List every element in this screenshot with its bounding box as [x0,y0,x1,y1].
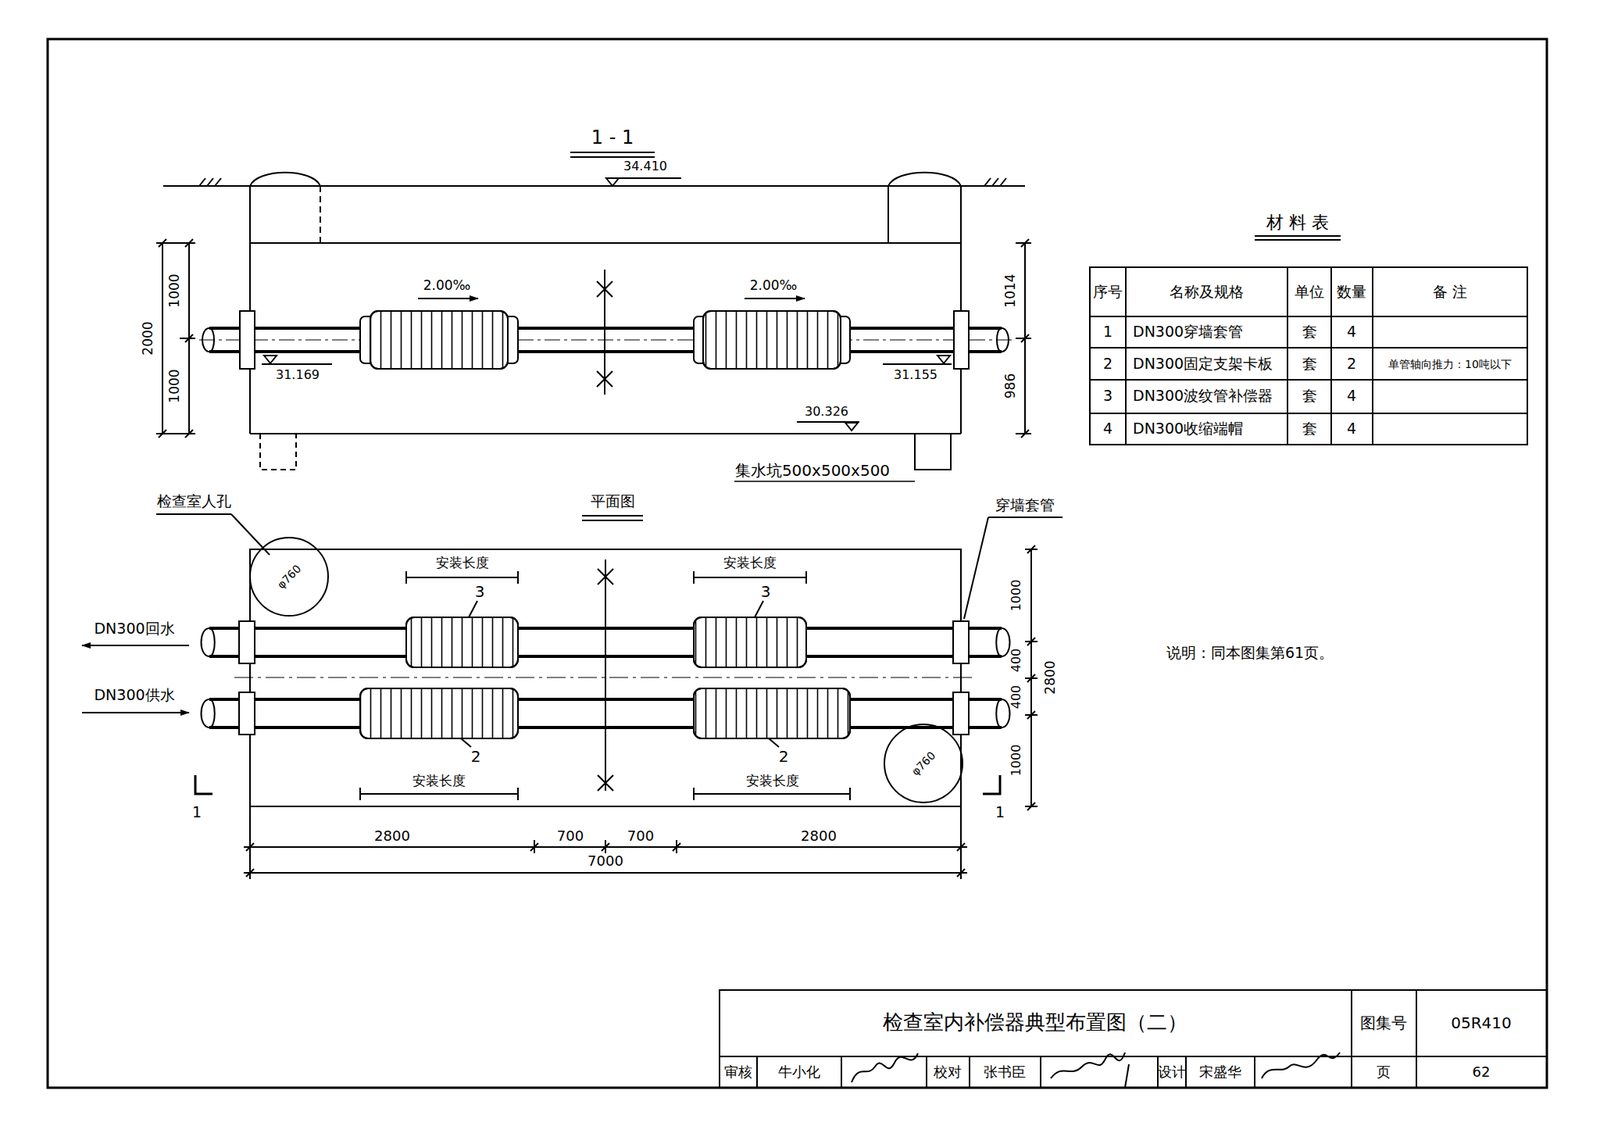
dimension-label: 安装长度 [412,773,466,790]
dimension: 986 [1003,373,1019,399]
title-block-cell: 设计 [1157,1064,1186,1081]
dimension: 400 [1009,685,1024,710]
diameter: φ760 [909,749,939,779]
note: 说明：同本图集第61页。 [1166,644,1334,662]
table-cell: 4 [1346,420,1357,438]
table-cell: 4 [1103,420,1113,438]
table-cell: 4 [1346,323,1357,341]
elevation: 31.155 [893,367,938,383]
elevation: 30.326 [804,404,849,419]
table-header: 名称及规格 [1169,283,1244,301]
part-label: 检查室人孔 [157,492,232,511]
callout-number: 3 [475,582,486,601]
dimension: 1014 [1003,273,1019,308]
elevation: 34.410 [623,159,668,174]
flow-label: DN300供水 [93,686,175,704]
table-cell: 1 [1103,323,1113,341]
section-mark: 1 [192,803,202,822]
title-block-cell: 62 [1472,1064,1491,1081]
title-block-cell: 审核 [724,1064,753,1081]
title-block-cell: 图集号 [1360,1014,1408,1033]
dimension: 2000 [140,321,157,355]
dimension: 1000 [167,273,183,308]
drawing-title: 检查室内补偿器典型布置图（二） [882,1010,1188,1035]
table-cell: 单管轴向推力：10吨以下 [1388,357,1512,371]
table-header: 数量 [1336,283,1367,301]
table-cell: 2 [1103,355,1113,373]
title-block-cell: 校对 [933,1064,962,1081]
table-cell: 4 [1346,387,1357,405]
dimension: 2800 [800,828,837,845]
table-cell: 2 [1346,355,1357,373]
dimension: 700 [627,828,654,845]
dimension-label: 安装长度 [435,555,490,572]
flow-label: DN300回水 [93,620,175,638]
title-block-cell: 页 [1376,1064,1391,1081]
view-title: 1 - 1 [591,127,634,150]
table-cell: DN300固定支架卡板 [1132,355,1273,373]
callout-number: 2 [471,747,482,766]
table-header: 备 注 [1432,283,1468,301]
slope: 2.00‰ [423,278,472,294]
elevation: 31.169 [275,367,320,383]
dimension: 2800 [1042,660,1059,694]
dimension-label: 安装长度 [723,555,777,572]
dimension: 1000 [167,368,183,403]
dimension-label: 安装长度 [746,773,800,790]
title-block-cell: 张书臣 [983,1064,1026,1081]
table-header: 序号 [1092,283,1123,301]
table-cell: 套 [1302,387,1318,405]
table-header: 单位 [1294,283,1325,301]
table-cell: 3 [1103,387,1113,405]
part-label: 穿墙套管 [995,496,1055,515]
table-cell: DN300穿墙套管 [1132,323,1243,341]
table-cell: 套 [1302,355,1318,373]
dimension: 400 [1009,648,1024,673]
title-block-cell: 宋盛华 [1199,1064,1242,1081]
dimension: 2800 [374,828,411,845]
slope: 2.00‰ [750,278,798,294]
table-title: 材 料 表 [1266,212,1329,233]
section-mark: 1 [995,803,1005,822]
diameter: φ760 [275,562,304,592]
view-title: 平面图 [590,492,636,511]
title-block-cell: 牛小化 [778,1064,821,1081]
table-cell: DN300波纹管补偿器 [1132,387,1273,405]
dimension: 1000 [1009,579,1024,612]
dimension: 1000 [1009,744,1024,777]
sump-label: 集水坑500x500x500 [735,461,890,480]
title-block-cell: 05R410 [1450,1014,1512,1033]
table-cell: 套 [1302,323,1318,341]
dimension: 700 [557,828,584,845]
callout-number: 3 [760,582,772,601]
callout-number: 2 [778,747,790,766]
table-cell: DN300收缩端帽 [1132,420,1243,438]
table-cell: 套 [1302,420,1318,438]
dimension: 7000 [587,853,624,870]
